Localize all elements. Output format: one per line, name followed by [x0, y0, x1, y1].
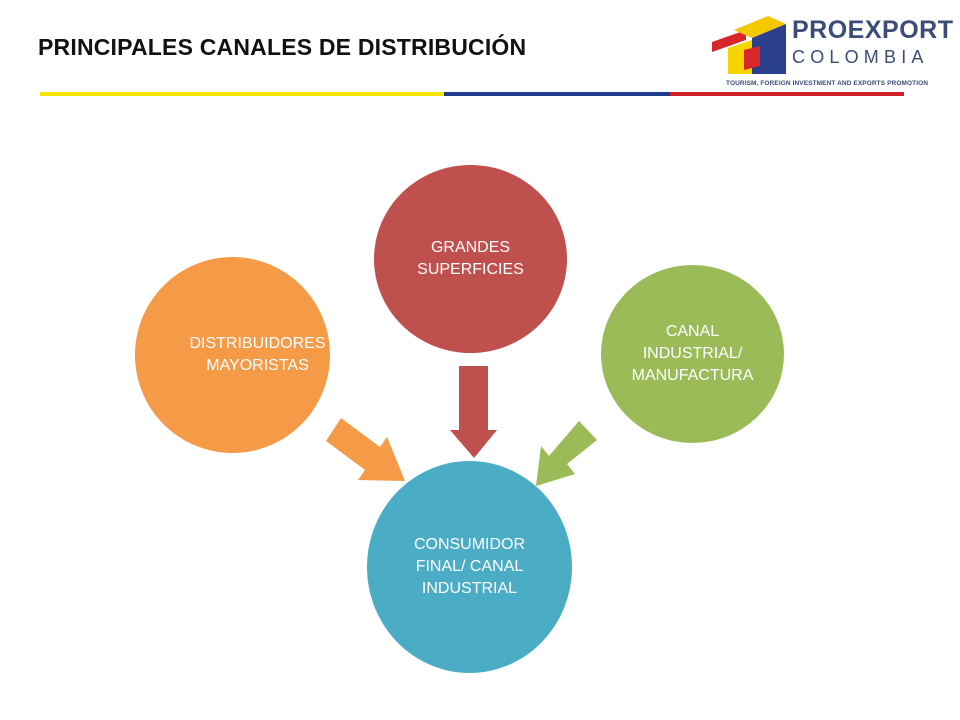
node-consumidor-label: CONSUMIDOR FINAL/ CANAL INDUSTRIAL	[413, 536, 526, 597]
logo-name: PROEXPORT	[792, 16, 954, 44]
node-distribuidores-mayoristas: DISTRIBUIDORES MAYORISTAS	[135, 257, 330, 453]
node-canal-label: CANAL INDUSTRIAL/ MANUFACTURA	[631, 323, 754, 384]
arrow-canal-to-consumidor	[536, 421, 597, 486]
title-underline-red	[670, 92, 904, 96]
node-canal-industrial: CANAL INDUSTRIAL/ MANUFACTURA	[601, 265, 784, 443]
proexport-house-icon	[712, 16, 786, 74]
node-grandes-label: GRANDES SUPERFICIES	[417, 239, 524, 278]
arrow-grandes-to-consumidor	[450, 366, 497, 458]
node-grandes-superficies: GRANDES SUPERFICIES	[374, 165, 567, 353]
logo-tagline: TOURISM, FOREIGN INVESTMENT AND EXPORTS …	[726, 80, 929, 87]
arrow-distribuidores-to-consumidor	[326, 418, 405, 481]
slide-title: PRINCIPALES CANALES DE DISTRIBUCIÓN	[38, 34, 527, 60]
node-consumidor-final: CONSUMIDOR FINAL/ CANAL INDUSTRIAL	[367, 461, 572, 673]
node-distribuidores-label: DISTRIBUIDORES MAYORISTAS	[189, 335, 326, 374]
proexport-logo: PROEXPORT COLOMBIA TOURISM, FOREIGN INVE…	[708, 14, 953, 94]
title-underline-yellow	[40, 92, 444, 96]
logo-country: COLOMBIA	[792, 47, 929, 67]
title-underline-blue	[444, 92, 670, 96]
